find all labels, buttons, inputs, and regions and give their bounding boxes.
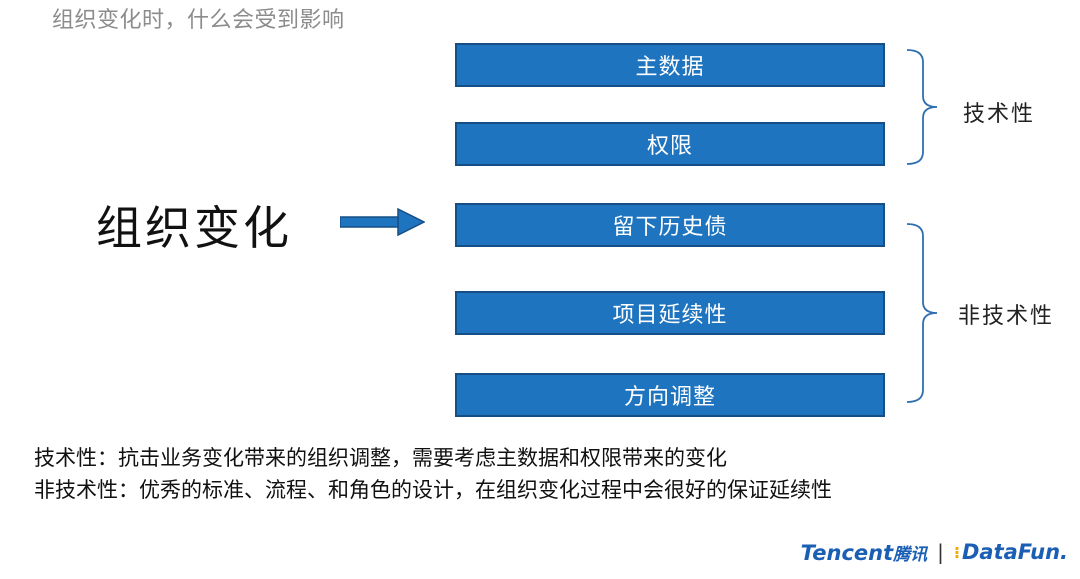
- datafun-logo: ⁝ DataFun.: [954, 540, 1068, 564]
- organization-change-label: 组织变化: [96, 201, 292, 255]
- group-label-non-technical: 非技术性: [958, 304, 1055, 329]
- right-arrow-icon: [340, 207, 425, 237]
- slide-title: 组织变化时，什么会受到影响: [52, 8, 345, 33]
- box-historical-debt: 留下历史债: [455, 203, 885, 247]
- note-non-technical: 非技术性：优秀的标准、流程、和角色的设计，在组织变化过程中会很好的保证延续性: [34, 478, 832, 502]
- tencent-logo-text: Tencent: [800, 540, 894, 565]
- tencent-logo-cn: 腾讯: [893, 544, 928, 565]
- datafun-dots-icon: ⁝: [953, 542, 960, 562]
- footer-logos: Tencent腾讯 | ⁝ DataFun.: [801, 537, 1068, 567]
- box-project-continuity: 项目延续性: [455, 291, 885, 335]
- box-permissions: 权限: [455, 122, 885, 166]
- brace-icon: [906, 49, 938, 165]
- datafun-logo-text: DataFun.: [961, 540, 1068, 564]
- logo-separator: |: [937, 540, 944, 564]
- tencent-logo: Tencent腾讯: [801, 540, 928, 565]
- note-technical: 技术性：抗击业务变化带来的组织调整，需要考虑主数据和权限带来的变化: [34, 446, 727, 470]
- group-label-technical: 技术性: [963, 102, 1036, 127]
- box-direction-adjustment: 方向调整: [455, 373, 885, 417]
- brace-icon: [906, 223, 938, 403]
- box-master-data: 主数据: [455, 43, 885, 87]
